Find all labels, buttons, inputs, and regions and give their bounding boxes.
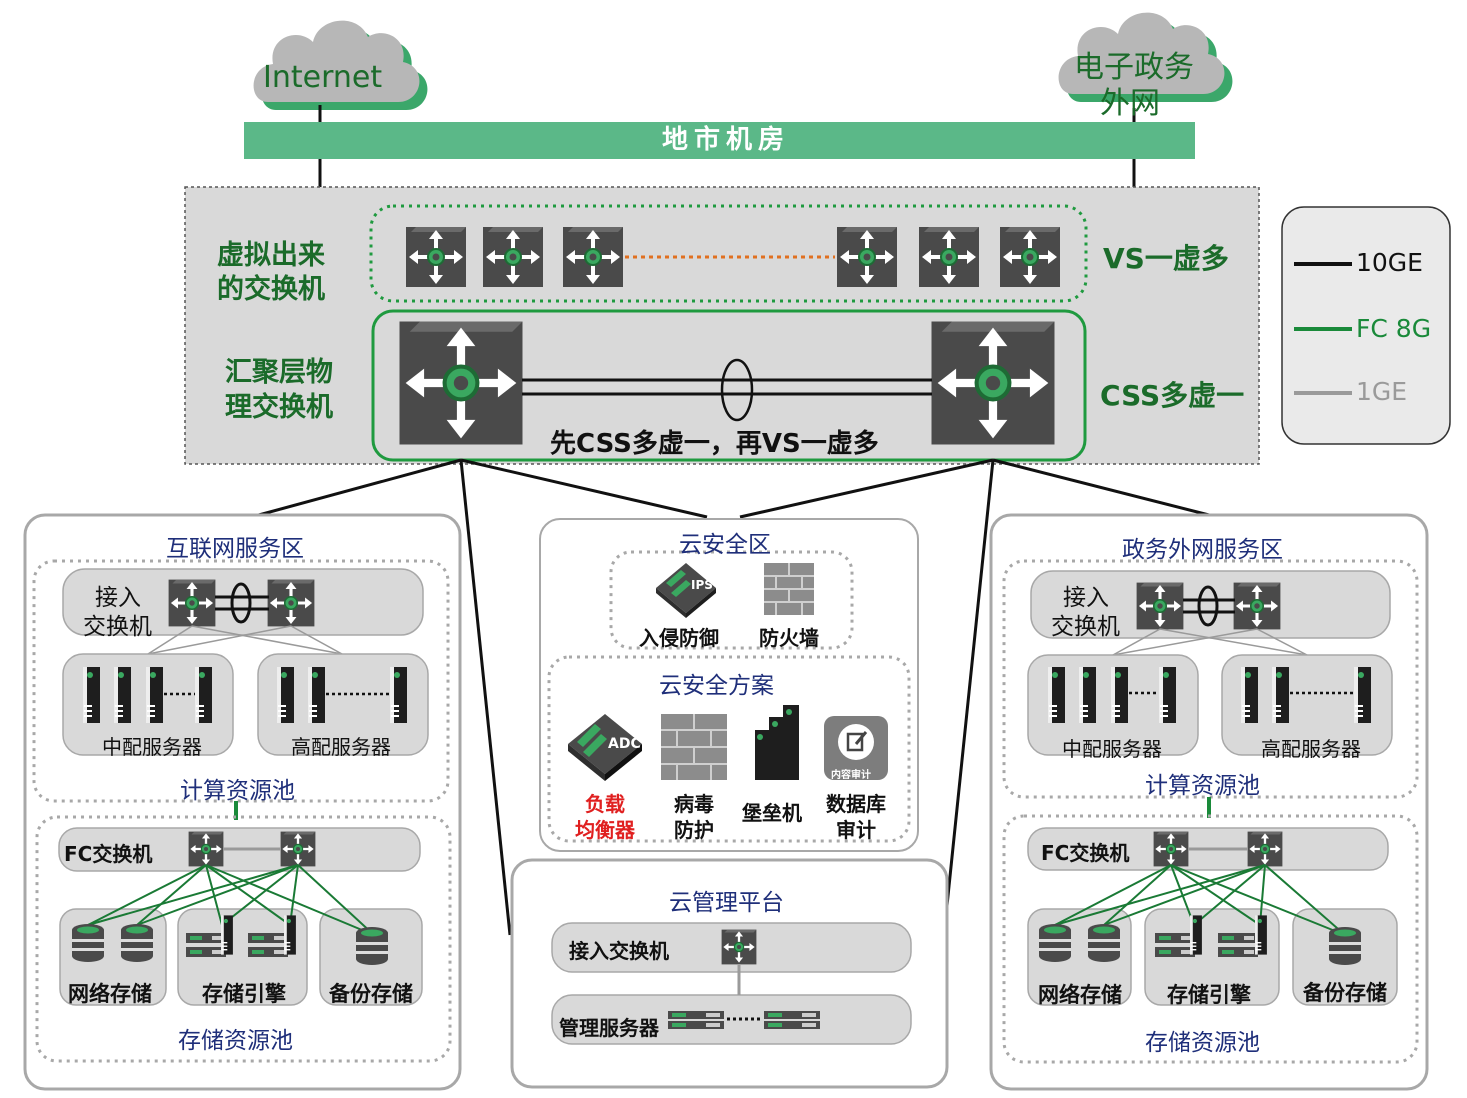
- egov-storage-engine-label: 存储引擎: [1167, 983, 1251, 1007]
- aggregation-label-1: 汇聚层物: [225, 357, 333, 388]
- egov-compute-pool-label: 计算资源池: [1145, 773, 1260, 799]
- firewall-label: 防火墙: [759, 626, 819, 650]
- egov-storage-pool-label: 存储资源池: [1145, 1030, 1260, 1056]
- internet-storage-pool-label: 存储资源池: [178, 1028, 293, 1054]
- egov-access-switch-label-1: 接入: [1063, 585, 1109, 611]
- virtual-switch-box: [369, 204, 1088, 303]
- egov-access-switch-label-2: 交换机: [1051, 614, 1120, 640]
- egov-cloud-label-2: 外网: [1100, 86, 1160, 121]
- ips-icon-text: IPS: [691, 578, 713, 592]
- egov-high-servers-label: 高配服务器: [1261, 737, 1361, 761]
- internet-fc-switch-label: FC交换机: [64, 842, 153, 866]
- security-solution-title: 云安全方案: [659, 673, 774, 699]
- core-area-box: [184, 186, 1260, 465]
- internet-zone-title: 互联网服务区: [166, 536, 304, 562]
- egov-backup-storage-label: 备份存储: [1303, 981, 1387, 1005]
- mgmt-zone-title: 云管理平台: [669, 890, 784, 916]
- bastion-host-label: 堡垒机: [742, 801, 802, 825]
- legend-1ge-label: 1GE: [1356, 377, 1408, 406]
- egov-mid-servers-label: 中配服务器: [1062, 737, 1162, 761]
- aggregation-box: [371, 309, 1087, 462]
- legend-10ge-label: 10GE: [1356, 248, 1423, 277]
- legend-box: [1281, 206, 1451, 445]
- city-room-band: [244, 122, 1195, 159]
- mgmt-access-switch-label: 接入交换机: [569, 939, 669, 963]
- vs-label: VS一虚多: [1103, 242, 1229, 275]
- egov-fc-switch-label: FC交换机: [1041, 841, 1130, 865]
- aggregation-label-2: 理交换机: [225, 392, 333, 423]
- antivirus-label-1: 病毒: [674, 792, 714, 816]
- security-zone-title: 云安全区: [679, 532, 771, 558]
- virtual-switch-label-2: 的交换机: [217, 274, 325, 305]
- internet-net-storage-label: 网络存储: [68, 982, 152, 1006]
- egov-zone-title: 政务外网服务区: [1122, 537, 1283, 563]
- egov-net-storage-label: 网络存储: [1038, 983, 1122, 1007]
- ips-label: 入侵防御: [639, 626, 719, 650]
- db-audit-label-2: 审计: [836, 818, 876, 842]
- load-balancer-label-2: 均衡器: [575, 818, 635, 842]
- internet-high-servers-label: 高配服务器: [291, 735, 391, 759]
- antivirus-label-2: 防护: [674, 818, 714, 842]
- css-vs-combined-label: 先CSS多虚一，再VS一虚多: [550, 429, 879, 459]
- adc-icon-text: ADC: [608, 736, 641, 752]
- db-audit-label-1: 数据库: [826, 792, 886, 816]
- css-label: CSS多虚一: [1100, 379, 1245, 412]
- city-room-label: 地市机房: [662, 125, 791, 155]
- internet-compute-pool-label: 计算资源池: [180, 778, 295, 804]
- internet-access-switch-label-2: 交换机: [83, 614, 152, 640]
- audit-icon-text: 内容审计: [831, 770, 871, 781]
- internet-mid-servers-label: 中配服务器: [102, 735, 202, 759]
- internet-cloud-label: Internet: [263, 60, 383, 95]
- legend-fc8g-label: FC 8G: [1356, 314, 1432, 343]
- load-balancer-label-1: 负载: [585, 792, 625, 816]
- egov-cloud-label-1: 电子政务: [1074, 50, 1194, 85]
- internet-access-switch-label-1: 接入: [95, 585, 141, 611]
- internet-storage-engine-label: 存储引擎: [202, 982, 286, 1006]
- virtual-switch-label-1: 虚拟出来: [217, 240, 325, 271]
- mgmt-servers-label: 管理服务器: [559, 1016, 659, 1040]
- internet-backup-storage-label: 备份存储: [329, 982, 413, 1006]
